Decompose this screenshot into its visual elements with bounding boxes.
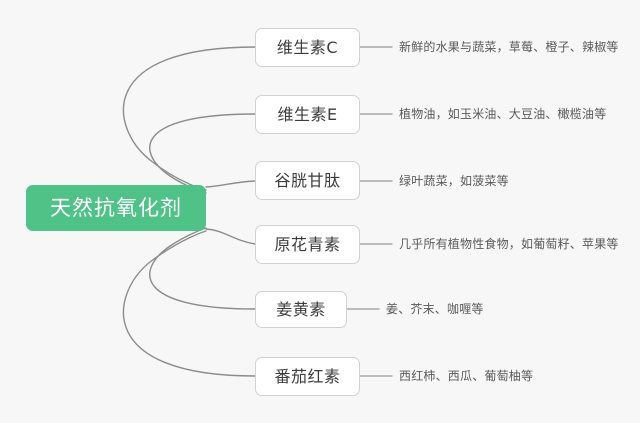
branch-node-1[interactable]: 维生素C bbox=[255, 28, 360, 67]
branch-node-2-label: 维生素E bbox=[277, 104, 338, 124]
edge-root-to-branch-2 bbox=[149, 113, 256, 194]
root-node-label: 天然抗氧化剂 bbox=[50, 195, 182, 220]
branch-description-4: 几乎所有植物性食物，如葡萄籽、苹果等 bbox=[399, 237, 619, 251]
branch-node-4[interactable]: 原花青素 bbox=[255, 225, 360, 264]
edge-root-to-branch-1 bbox=[122, 46, 256, 191]
branch-node-3[interactable]: 谷胱甘肽 bbox=[255, 161, 360, 200]
branch-node-4-label: 原花青素 bbox=[274, 234, 341, 254]
edge-root-to-branch-5 bbox=[149, 227, 256, 310]
branch-node-3-label: 谷胱甘肽 bbox=[274, 170, 341, 190]
branch-node-6-label: 番茄红素 bbox=[274, 366, 341, 386]
edge-root-to-branch-3 bbox=[205, 180, 256, 188]
branch-description-6: 西红柿、西瓜、葡萄柚等 bbox=[399, 369, 534, 383]
branch-node-1-label: 维生素C bbox=[276, 37, 339, 57]
edge-root-to-branch-4 bbox=[205, 228, 256, 245]
branch-node-2[interactable]: 维生素E bbox=[255, 95, 360, 134]
branch-description-5: 姜、芥末、咖喱等 bbox=[386, 302, 484, 316]
branch-node-5-label: 姜黄素 bbox=[276, 299, 326, 319]
edge-root-to-branch-6 bbox=[122, 230, 256, 377]
branch-description-3: 绿叶蔬菜，如菠菜等 bbox=[399, 174, 509, 188]
branch-node-5[interactable]: 姜黄素 bbox=[255, 291, 347, 328]
branch-node-6[interactable]: 番茄红素 bbox=[255, 357, 360, 396]
branch-description-2: 植物油，如玉米油、大豆油、橄榄油等 bbox=[399, 107, 607, 121]
branch-description-1: 新鲜的水果与蔬菜，草莓、橙子、辣椒等 bbox=[399, 40, 619, 54]
root-node[interactable]: 天然抗氧化剂 bbox=[26, 185, 206, 231]
